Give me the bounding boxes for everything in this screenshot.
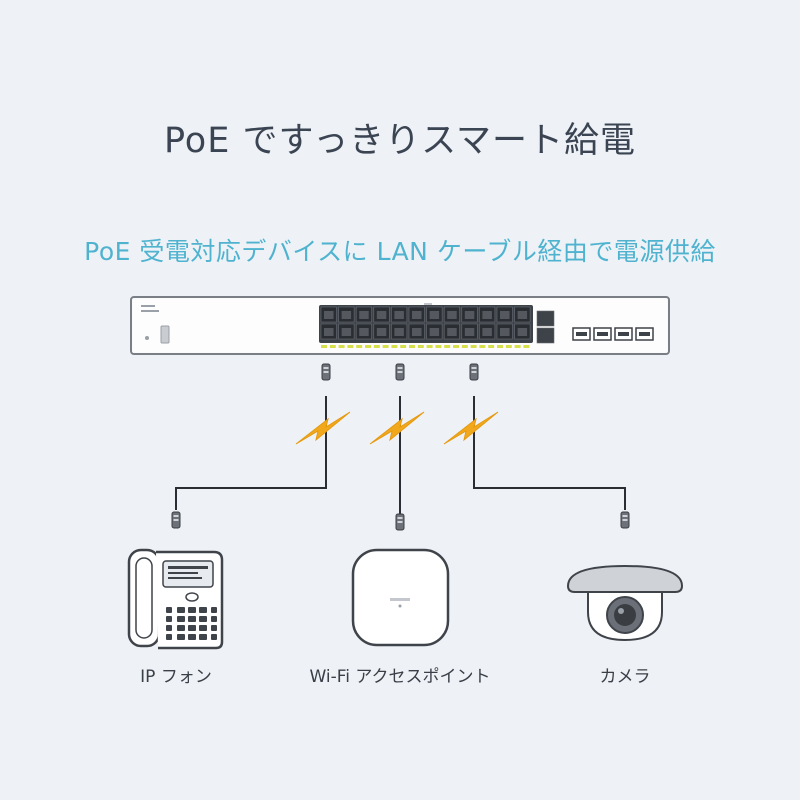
poe-led — [365, 345, 371, 348]
access-point-icon — [351, 548, 450, 647]
lightning-bolt-icon — [295, 411, 351, 445]
poe-led — [488, 345, 495, 348]
uplink-port — [536, 327, 555, 344]
cables — [175, 396, 626, 516]
rj45-connectors — [171, 363, 630, 531]
poe-led — [356, 345, 363, 348]
keypad-key — [177, 634, 185, 640]
usb-port — [160, 325, 170, 344]
poe-led — [373, 345, 380, 348]
ip-phone-label: IP フォン — [140, 667, 212, 687]
poe-led — [523, 345, 530, 348]
keypad-key — [199, 607, 207, 613]
rj45-port-block — [319, 305, 533, 343]
lightning-bolt-icon — [369, 411, 425, 445]
uplink-ports — [536, 310, 555, 344]
keypad-key — [199, 625, 207, 631]
poe-led — [409, 345, 415, 348]
poe-led — [505, 345, 512, 348]
keypad-key — [166, 616, 172, 622]
poe-led — [461, 345, 468, 348]
poe-switch — [130, 296, 670, 355]
poe-led — [391, 345, 398, 348]
keypad-key — [211, 634, 217, 640]
poe-led — [470, 345, 477, 348]
keypad-key — [188, 634, 196, 640]
keypad-key — [166, 634, 172, 640]
cable-to-phone — [175, 396, 327, 510]
keypad-key — [188, 607, 196, 613]
poe-led — [400, 345, 407, 348]
keypad-key — [177, 616, 185, 622]
poe-led — [453, 345, 459, 348]
poe-led — [497, 345, 503, 348]
poe-led — [417, 345, 424, 348]
poe-led — [338, 345, 345, 348]
page-title: PoE ですっきりスマート給電 — [163, 121, 637, 161]
poe-led — [426, 345, 433, 348]
ip-phone-icon — [127, 548, 224, 650]
keypad-key — [211, 616, 217, 622]
poe-led — [435, 345, 442, 348]
cable-to-camera — [473, 396, 626, 510]
power-bolts — [295, 411, 499, 445]
access-point-label: Wi-Fi アクセスポイント — [309, 667, 491, 687]
keypad-key — [211, 607, 217, 613]
poe-led — [444, 345, 451, 348]
sfp-ports — [572, 327, 654, 341]
keypad-key — [177, 625, 185, 631]
keypad-key — [199, 634, 207, 640]
poe-led-strip — [321, 345, 530, 348]
poe-led — [479, 345, 486, 348]
keypad-key — [199, 616, 207, 622]
camera-label: カメラ — [599, 667, 651, 687]
keypad-key — [188, 616, 196, 622]
switch-logo — [141, 305, 159, 312]
poe-led — [321, 345, 327, 348]
lightning-bolt-icon — [443, 411, 499, 445]
uplink-port — [536, 310, 555, 327]
dome-camera-icon — [566, 564, 684, 642]
keypad-key — [211, 625, 217, 631]
poe-led — [329, 345, 336, 348]
keypad-key — [166, 607, 172, 613]
poe-led — [347, 345, 354, 348]
keypad-key — [166, 625, 172, 631]
keypad-key — [188, 625, 196, 631]
poe-led — [382, 345, 389, 348]
poe-led — [514, 345, 521, 348]
keypad-key — [177, 607, 185, 613]
page-subtitle: PoE 受電対応デバイスに LAN ケーブル経由で電源供給 — [84, 237, 716, 266]
